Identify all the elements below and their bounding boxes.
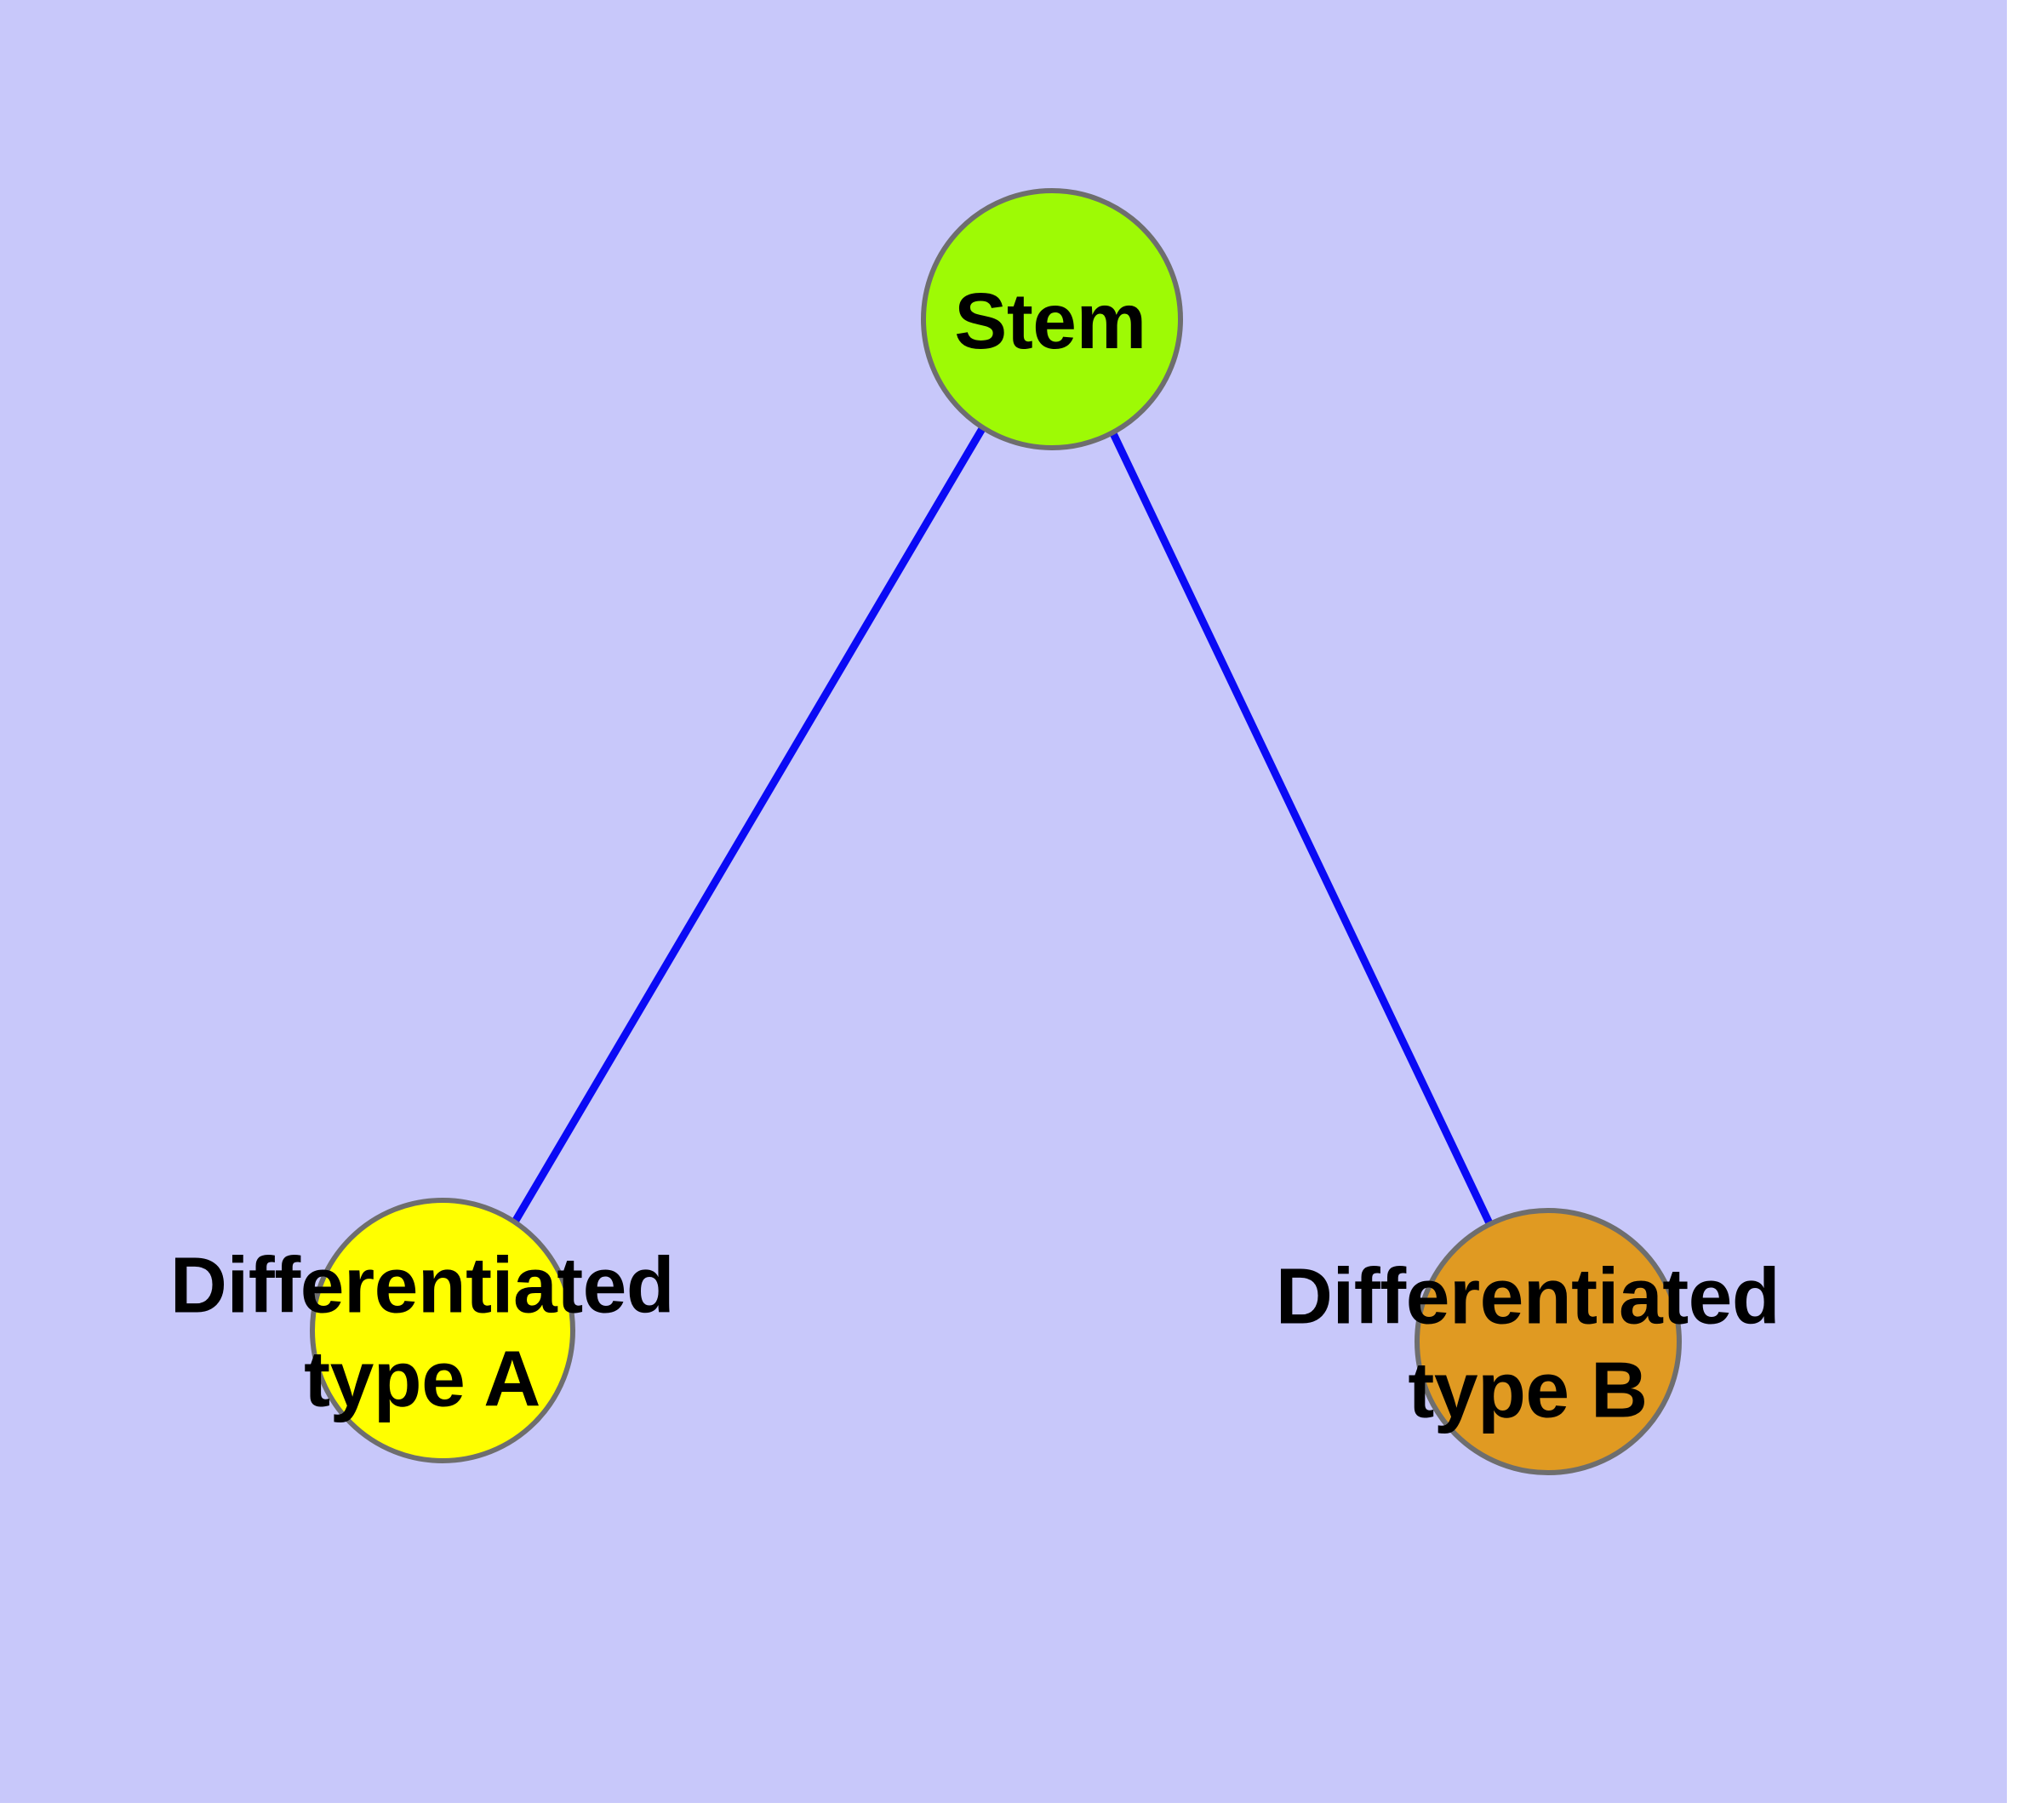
edge-stem-to-differentiated-type-a[interactable] — [511, 425, 986, 1226]
node-differentiated-type-b[interactable] — [1415, 1208, 1682, 1475]
edge-group — [511, 425, 1494, 1226]
edge-stem-to-differentiated-type-b[interactable] — [1107, 428, 1494, 1225]
node-stem[interactable] — [921, 188, 1183, 450]
node-group — [310, 188, 1682, 1475]
node-differentiated-type-a[interactable] — [310, 1198, 575, 1463]
